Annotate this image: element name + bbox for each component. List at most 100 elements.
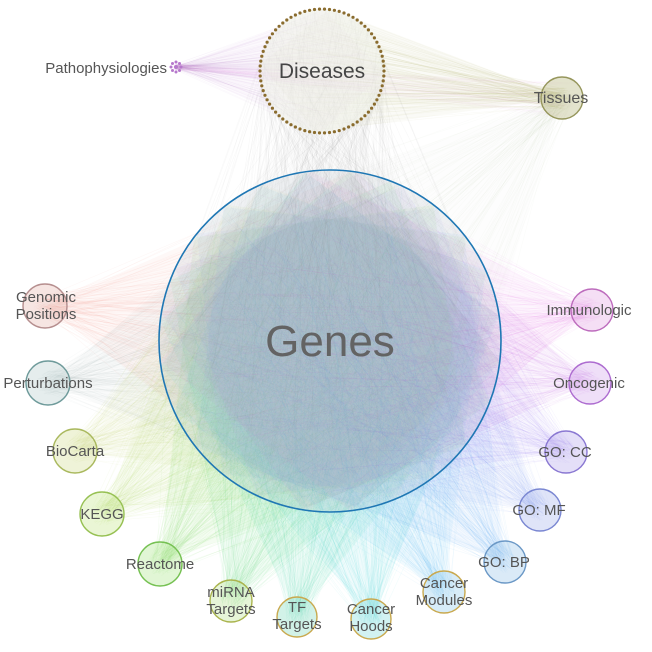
node-reactome[interactable]: Reactome	[126, 541, 194, 587]
node-go_bp[interactable]: GO: BP	[478, 540, 530, 584]
ring-dot	[366, 28, 370, 32]
ring-dot	[322, 7, 327, 11]
ring-dot	[370, 106, 374, 110]
ring-dot	[270, 32, 274, 36]
node-oncogenic[interactable]: Oncogenic	[553, 361, 625, 405]
star-petal-dot	[178, 69, 181, 72]
edge-wedge	[175, 186, 566, 496]
node-label-go_bp: GO: BP	[478, 554, 530, 571]
node-pathophysiologies[interactable]: Pathophysiologies	[45, 60, 183, 77]
node-label-oncogenic: Oncogenic	[553, 375, 625, 392]
node-circle-oncogenic[interactable]	[568, 361, 612, 405]
ring-dot	[351, 15, 355, 19]
node-circle-genomic_positions[interactable]	[22, 283, 68, 329]
edge-fan-go_bp-genes	[164, 176, 517, 574]
ring-dot	[277, 24, 281, 28]
edge-wedge	[160, 171, 500, 617]
node-circle-reactome[interactable]	[137, 541, 183, 587]
node-diseases[interactable]: Diseases	[258, 7, 386, 135]
node-genes[interactable]	[158, 169, 502, 513]
node-label-pathophysiologies: Pathophysiologies	[45, 60, 167, 77]
ring-dot	[382, 64, 386, 68]
node-circle-cancer_hoods[interactable]	[350, 598, 392, 640]
node-label-genes: Genes	[265, 317, 395, 366]
ring-dot	[355, 120, 359, 124]
ring-dot	[265, 40, 269, 44]
ring-dot	[375, 98, 379, 102]
ring-dot	[327, 7, 332, 12]
ring-dot	[355, 18, 359, 22]
node-label-immunologic: Immunologic	[546, 302, 632, 319]
edge-wedge	[45, 171, 500, 511]
ring-dot	[332, 8, 336, 12]
node-circle-biocarta[interactable]	[52, 428, 98, 474]
node-tissues[interactable]: Tissues	[534, 76, 589, 120]
ring-dot	[347, 13, 351, 17]
ring-dot	[270, 106, 274, 110]
edge-fan-perturbations-genes	[36, 171, 500, 511]
ring-dot	[274, 110, 278, 114]
ring-dot	[268, 36, 272, 40]
star-center-dot	[174, 65, 178, 69]
node-circle-perturbations[interactable]	[25, 360, 71, 406]
node-circle-go_mf[interactable]	[518, 488, 562, 532]
node-label-kegg: KEGG	[80, 506, 123, 523]
ring-dot	[312, 130, 317, 135]
ring-dot	[258, 74, 262, 78]
ring-dot	[363, 114, 367, 118]
edge-fan-cancer_hoods-genes	[160, 171, 500, 630]
star-petal-dot	[171, 69, 174, 72]
node-circle-tf_targets[interactable]	[276, 596, 318, 638]
ring-dot	[377, 93, 381, 97]
node-label-go_mf: GO: MF	[512, 502, 565, 519]
node-circle-mirna_targets[interactable]	[209, 579, 253, 623]
edge-wedge	[48, 171, 500, 511]
node-circle-cancer_modules[interactable]	[422, 570, 466, 614]
ring-dot	[263, 45, 267, 49]
node-circle-go_bp[interactable]	[483, 540, 527, 584]
ring-dot	[258, 69, 262, 73]
node-circle-kegg[interactable]	[79, 491, 125, 537]
node-circle-immunologic[interactable]	[570, 288, 614, 332]
ring-dot	[274, 28, 278, 32]
node-kegg[interactable]: KEGG	[79, 491, 125, 537]
ring-dot	[366, 110, 370, 114]
ring-dot	[342, 127, 346, 131]
ring-dot	[263, 93, 267, 97]
ring-dot	[351, 123, 355, 127]
node-circle-go_cc[interactable]	[544, 430, 588, 474]
ring-dot	[289, 15, 293, 19]
ring-dot	[337, 9, 341, 13]
node-go_mf[interactable]: GO: MF	[512, 488, 566, 532]
node-immunologic[interactable]: Immunologic	[546, 288, 632, 332]
ring-dot	[298, 11, 302, 15]
ring-dot	[377, 45, 381, 49]
ring-dot	[258, 64, 262, 68]
node-perturbations[interactable]: Perturbations	[3, 360, 93, 406]
star-petal-dot	[169, 65, 173, 69]
node-go_cc[interactable]: GO: CC	[538, 430, 592, 474]
ring-dot	[382, 69, 386, 73]
node-biocarta[interactable]: BioCarta	[46, 428, 105, 474]
node-circle-tissues[interactable]	[540, 76, 584, 120]
edge-wedge	[170, 181, 490, 601]
ring-dot	[363, 24, 367, 28]
ring-dot	[308, 130, 312, 134]
ring-dot	[359, 117, 363, 121]
star-petal-dot	[171, 62, 174, 65]
ring-dot	[293, 125, 297, 129]
ring-dot	[317, 131, 322, 135]
edge-wedge	[160, 171, 500, 620]
ring-dot	[261, 89, 265, 93]
edge-fan-go_cc-genes	[163, 180, 578, 507]
edge-wedge	[160, 171, 592, 511]
node-label-go_cc: GO: CC	[538, 444, 592, 461]
